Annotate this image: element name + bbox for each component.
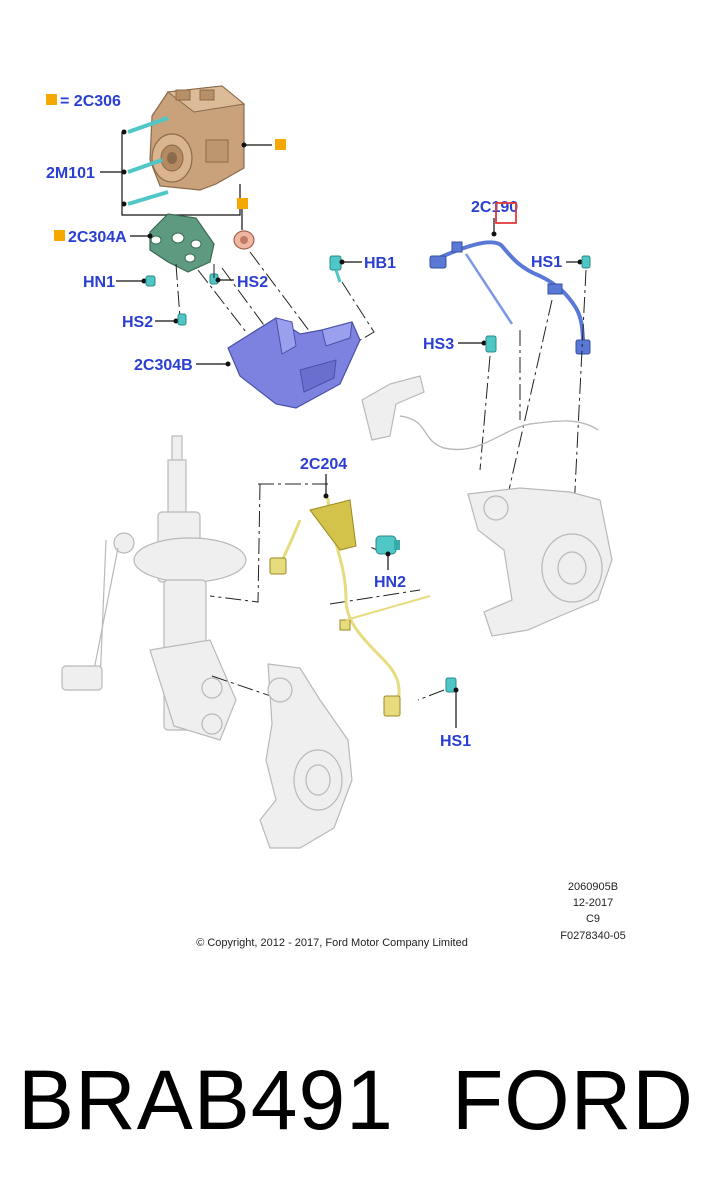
fastener-hs2-lower: [177, 313, 187, 326]
bracket-2c304b: [227, 317, 361, 409]
rear-wheel-speed-sensor-2c190: [429, 240, 591, 355]
rear-knuckle-ghost: [467, 487, 613, 637]
brand-name: FORD: [452, 1053, 694, 1147]
fastener-hs3: [485, 335, 497, 353]
2c304a-legend-marker: [54, 230, 65, 241]
part-number: BRAB491: [18, 1053, 394, 1147]
diagram-code: 2060905B: [568, 881, 618, 893]
front-knuckle-ghost: [259, 663, 353, 849]
callout-hs1-bottom: HS1: [440, 733, 471, 750]
strut-assembly-ghost: [133, 435, 247, 741]
copyright-text: © Copyright, 2012 - 2017, Ford Motor Com…: [196, 937, 468, 949]
callout-2c190: 2C190: [471, 199, 518, 216]
bolts-2m101: [127, 116, 169, 206]
stabilizer-link-ghost: [61, 532, 135, 691]
callout-hn1: HN1: [83, 274, 115, 291]
callout-hn2: HN2: [374, 574, 406, 591]
rear-brake-line-ghost: [361, 375, 599, 450]
legend-marker: [46, 94, 57, 105]
diagram-date: 12-2017: [573, 897, 613, 909]
callout-hs2-right: HS2: [237, 274, 268, 291]
bracket-2c304a: [149, 213, 215, 273]
fastener-hs1-top: [581, 255, 591, 269]
hydraulic-control-unit: [149, 85, 246, 191]
callout-2m101: 2M101: [46, 165, 95, 182]
callout-2c304b: 2C304B: [134, 357, 193, 374]
callout-2c204: 2C204: [300, 456, 347, 473]
callout-2c304a: 2C304A: [68, 229, 127, 246]
callout-hs3: HS3: [423, 336, 454, 353]
diagram-figure-id: F0278340-05: [560, 930, 625, 942]
callout-hs2-lower: HS2: [122, 314, 153, 331]
callout-hb1: HB1: [364, 255, 396, 272]
legend-equals-text: = 2C306: [60, 93, 121, 110]
front-wheel-speed-sensor-2c204: [269, 497, 431, 717]
fastener-hb1: [329, 255, 342, 271]
diagram-rev: C9: [586, 913, 600, 925]
fastener-hn1: [145, 275, 156, 287]
fastener-hs1-bottom: [445, 677, 457, 693]
hcu-legend-marker: [275, 139, 286, 150]
callout-hs1-top: HS1: [531, 254, 562, 271]
exploded-parts-diagram: = 2C306 2M101 2C304A: [46, 85, 626, 949]
nut-legend-marker: [237, 198, 248, 209]
fastener-hn2: [375, 535, 400, 555]
bushing-nut: [233, 230, 255, 250]
highlight-box: [495, 202, 517, 224]
